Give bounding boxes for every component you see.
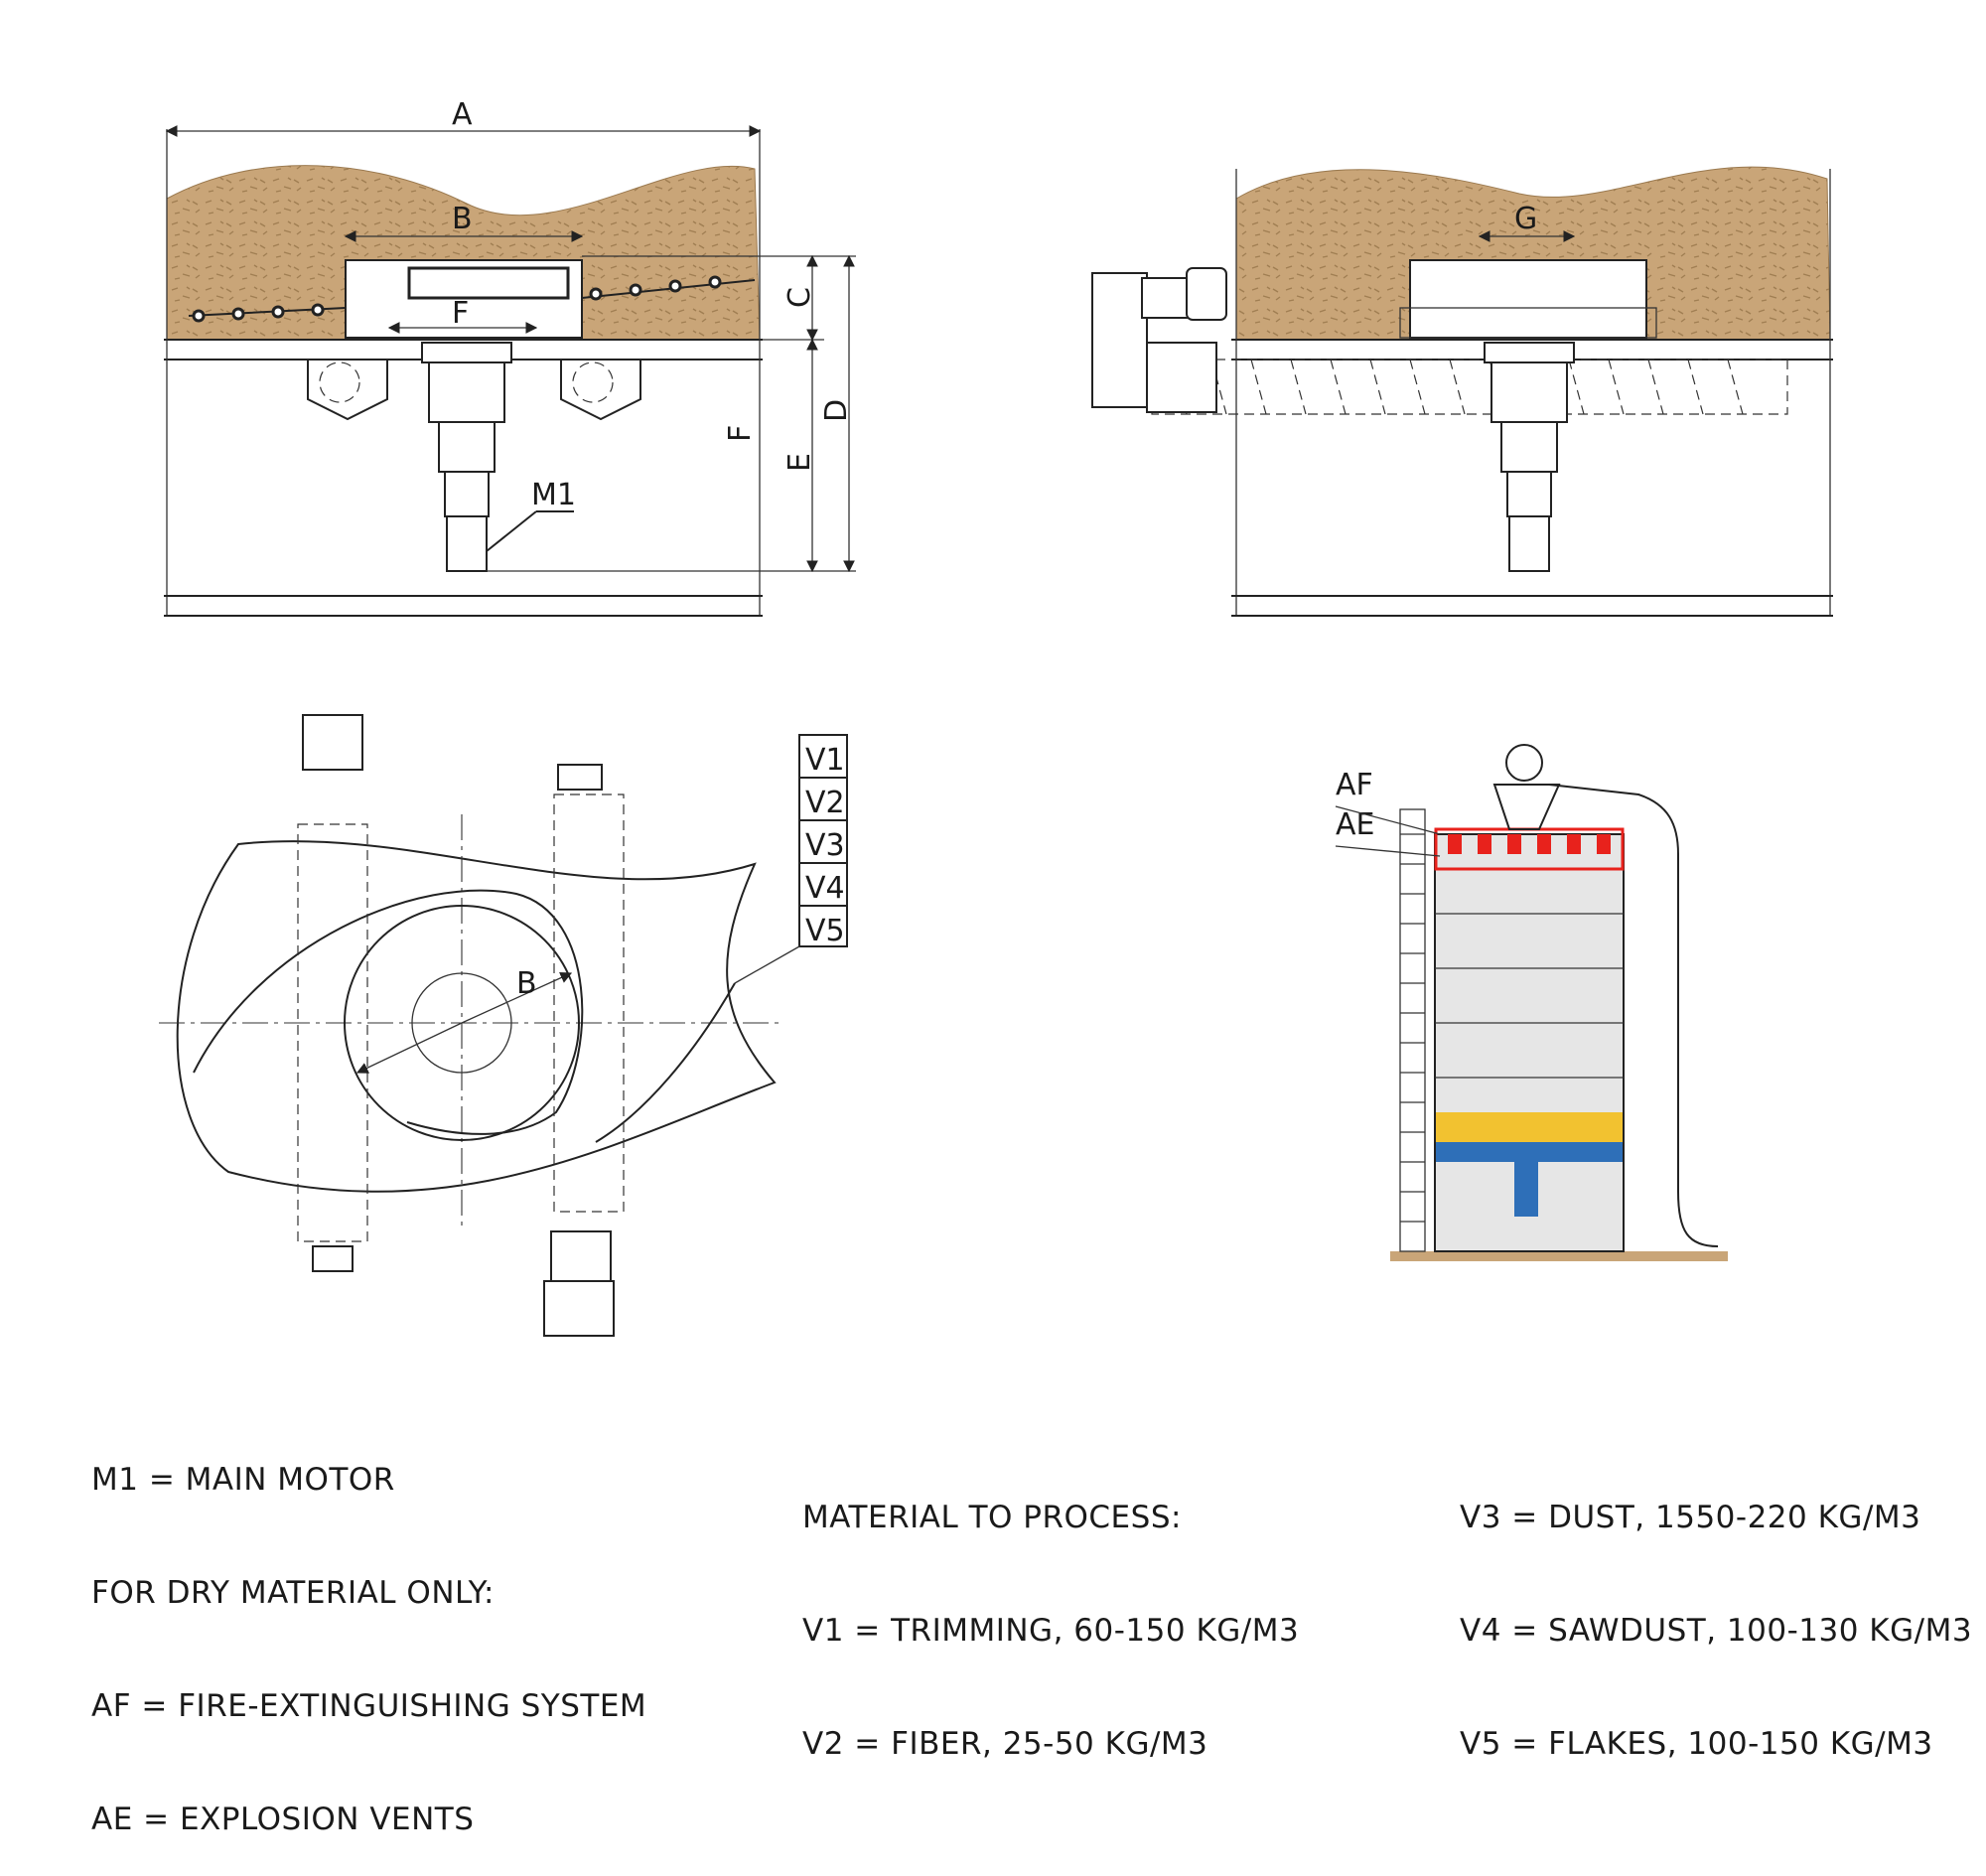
legend-col-1: M1 = MAIN MOTOR FOR DRY MATERIAL ONLY: A… (91, 1385, 646, 1876)
dim-a-label: A (452, 97, 473, 132)
legend-dry-note: FOR DRY MATERIAL ONLY: (91, 1575, 495, 1611)
legend-v5: V5 = FLAKES, 100-150 KG/M3 (1460, 1726, 1933, 1762)
rotor-housing-front (1409, 259, 1647, 339)
table-v2: V2 (805, 786, 845, 820)
table-v3: V3 (805, 828, 845, 863)
dim-d-label: D (819, 399, 854, 422)
rotor-arm (193, 889, 584, 1135)
technical-drawing: A B F C E D F M1 (159, 97, 1833, 1337)
dim-g-label: G (1514, 202, 1537, 236)
legend-v4: V4 = SAWDUST, 100-130 KG/M3 (1460, 1613, 1973, 1649)
table-v4: V4 (805, 871, 845, 906)
legend-col-2: MATERIAL TO PROCESS: V1 = TRIMMING, 60-1… (802, 1423, 1299, 1801)
plan-view: B V1 V2 V3 V4 V5 (159, 714, 848, 1337)
feed-pipe (1548, 784, 1719, 1247)
material-type-table: V1 V2 V3 V4 V5 (798, 734, 848, 948)
screw-conveyor (1151, 359, 1788, 415)
dim-c-label: C (782, 287, 817, 308)
rotor-hub (344, 905, 580, 1141)
silo-outline (176, 840, 777, 1193)
main-motor (446, 515, 488, 572)
ae-label: AE (1336, 807, 1374, 842)
dim-f-horizontal-label: F (452, 296, 469, 331)
material-pile-front (1235, 166, 1831, 341)
screw-conveyor-right (543, 764, 625, 1337)
plan-dim-b-label: B (516, 966, 537, 1001)
extractor-machine (1436, 1142, 1623, 1162)
dim-e-label: E (782, 453, 817, 472)
screw-conveyor-left (297, 714, 368, 1272)
legend-ae: AE = EXPLOSION VENTS (91, 1802, 475, 1837)
rotor-arm-chain (192, 266, 722, 323)
dim-b-label: B (452, 202, 473, 236)
legend-af: AF = FIRE-EXTINGUISHING SYSTEM (91, 1688, 647, 1724)
material-pile (166, 165, 761, 341)
legend-col-3: V3 = DUST, 1550-220 KG/M3 V4 = SAWDUST, … (1460, 1423, 1972, 1801)
ground (1390, 1251, 1728, 1261)
drive-column-front (1484, 342, 1575, 572)
front-view: G (1091, 166, 1833, 617)
side-view: A B F C E D F M1 (164, 97, 856, 617)
legend-v2: V2 = FIBER, 25-50 KG/M3 (802, 1726, 1208, 1762)
drive-column (421, 342, 512, 572)
legend-m1: M1 = MAIN MOTOR (91, 1462, 395, 1498)
table-v1: V1 (805, 743, 845, 778)
ladder (1399, 808, 1426, 1252)
support-rollers (307, 360, 641, 421)
m1-label: M1 (531, 478, 576, 512)
legend-v3: V3 = DUST, 1550-220 KG/M3 (1460, 1500, 1921, 1535)
feed-chute (1492, 784, 1561, 830)
legend-material-title: MATERIAL TO PROCESS: (802, 1500, 1182, 1535)
conveyor-drive (1091, 267, 1227, 413)
dim-f-vertical-label: F (723, 425, 758, 442)
legend-v1: V1 = TRIMMING, 60-150 KG/M3 (802, 1613, 1300, 1649)
silo-illustration: AF AE (1335, 744, 1728, 1261)
af-label: AF (1336, 768, 1373, 802)
table-v5: V5 (805, 914, 845, 948)
